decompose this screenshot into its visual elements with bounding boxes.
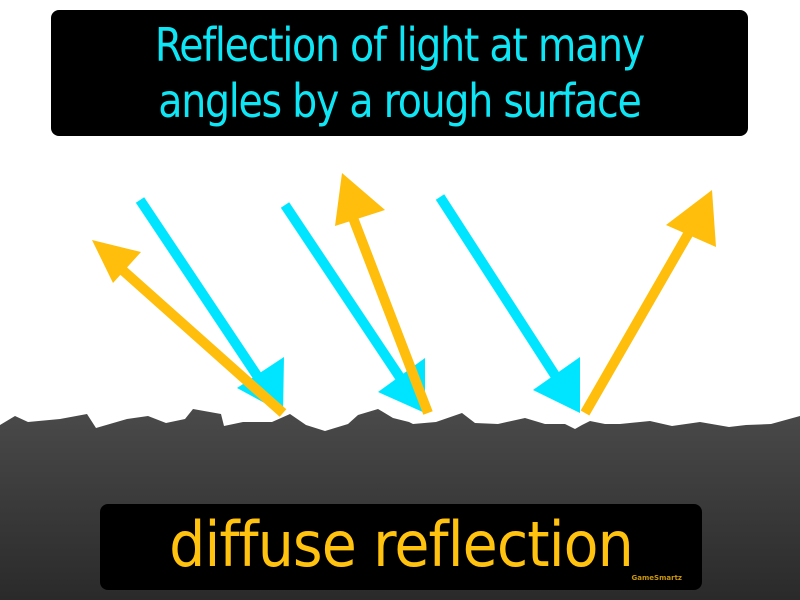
incident-ray-2 xyxy=(280,202,410,388)
ray-pair-2 xyxy=(280,173,433,415)
reflected-ray-3 xyxy=(580,219,700,416)
ray-pair-3 xyxy=(435,190,716,416)
term-box: diffuse reflection GameSmartz xyxy=(100,504,702,590)
definition-line-1: Reflection of light at many xyxy=(154,18,645,72)
incident-arrowhead-3 xyxy=(533,357,580,413)
reflected-arrowhead-3 xyxy=(666,190,716,247)
incident-ray-1 xyxy=(135,197,267,386)
reflected-ray-2 xyxy=(345,208,433,415)
reflected-arrowhead-2 xyxy=(335,173,385,226)
brand-watermark: GameSmartz xyxy=(631,574,682,582)
incident-ray-3 xyxy=(435,194,565,386)
term-label: diffuse reflection xyxy=(169,507,634,581)
definition-box: Reflection of light at many angles by a … xyxy=(51,10,748,136)
reflected-ray-1 xyxy=(114,262,287,417)
definition-line-2: angles by a rough surface xyxy=(158,74,642,128)
reflected-arrowhead-1 xyxy=(92,240,141,283)
ray-pair-1 xyxy=(92,197,287,417)
